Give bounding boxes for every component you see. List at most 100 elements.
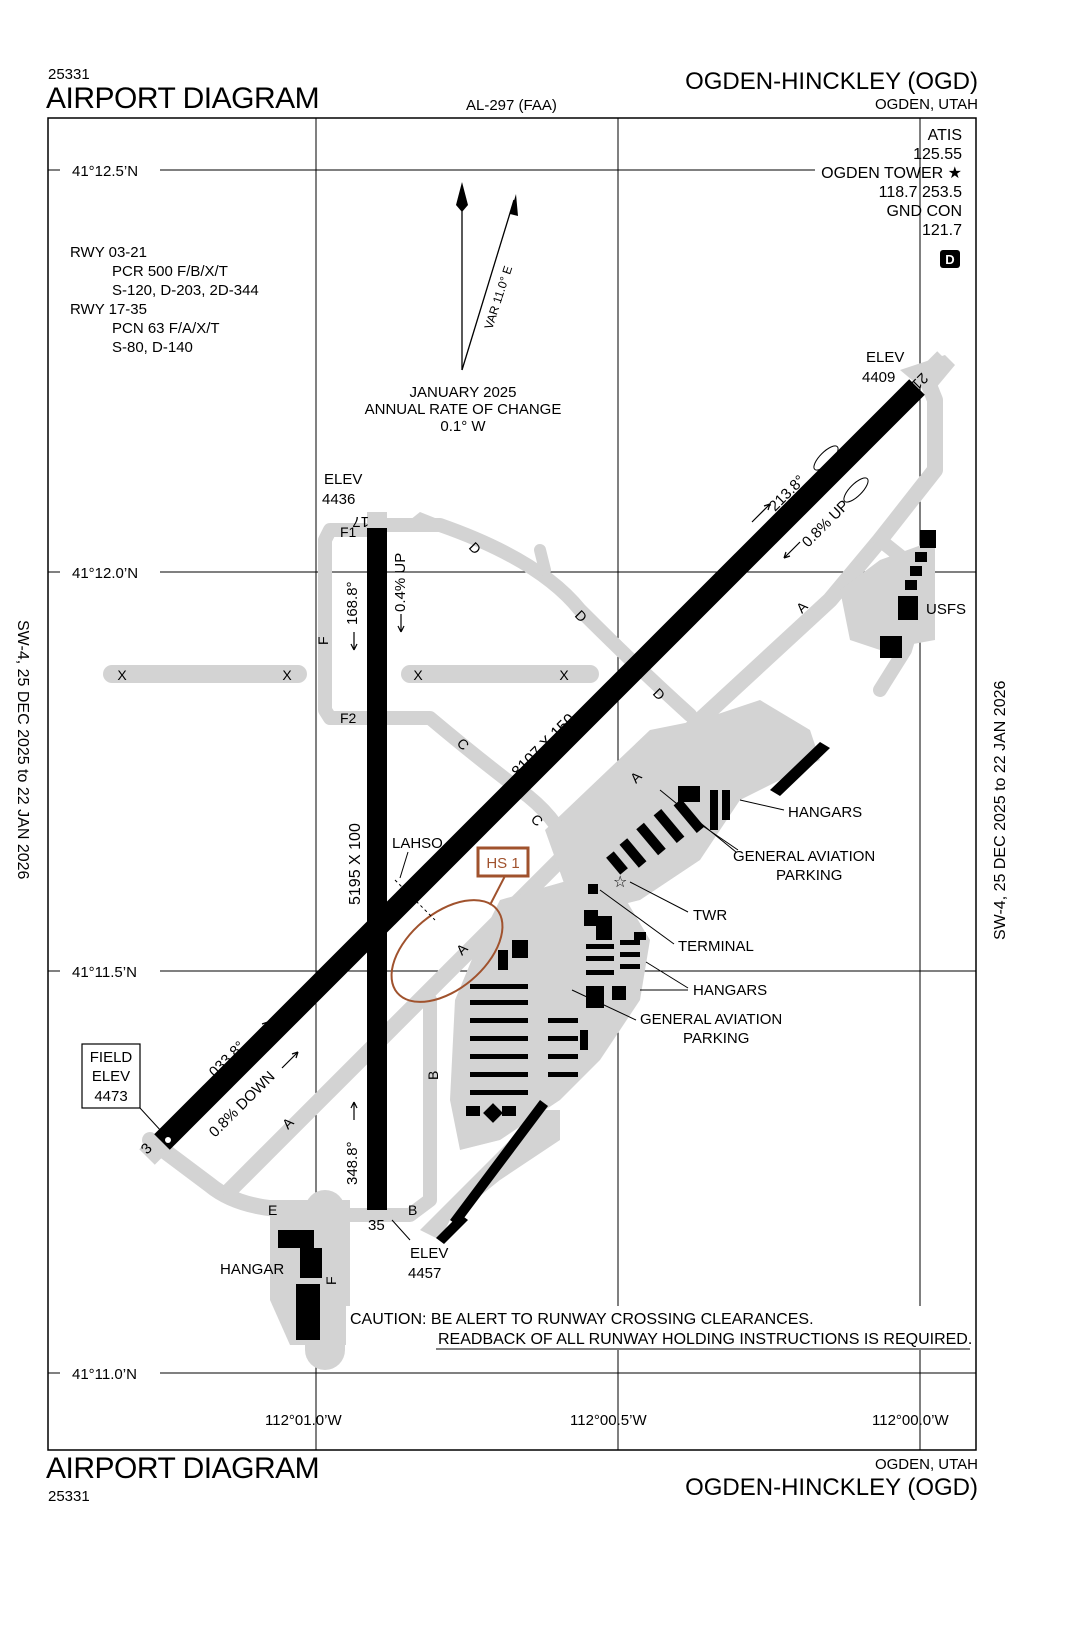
building-row-6 (470, 1072, 528, 1077)
tower-icon: ☆ (613, 874, 627, 891)
tw-f2: F2 (340, 710, 357, 726)
building-hangar-n1 (678, 786, 700, 802)
rwy-info-rwy1-weights: S-120, D-203, 2D-344 (112, 282, 259, 299)
ga-parking-south-1: GENERAL AVIATION (640, 1011, 782, 1028)
heading-348-8: 348.8° (344, 1141, 361, 1185)
rwy-info-rwy1-pcr: PCR 500 F/B/X/T (112, 263, 228, 280)
mag-change-line3: 0.1° W (440, 418, 486, 435)
ga-parking-south-2: PARKING (683, 1030, 749, 1047)
airport-name-top: OGDEN-HINCKLEY (OGD) (685, 68, 978, 95)
building-row-1 (470, 984, 528, 989)
building-hangar-sw-1 (278, 1230, 314, 1248)
arrow-213-8 (751, 503, 771, 523)
tw-b-2: B (408, 1202, 417, 1218)
effective-date-left: SW-4, 25 DEC 2025 to 22 JAN 2026 (14, 620, 31, 880)
terminal-leader (599, 889, 675, 945)
building-terminal-1 (584, 910, 598, 926)
procedure-number: AL-297 (FAA) (466, 97, 557, 114)
lon-label-2: 112°00.5’W (570, 1412, 647, 1429)
rwy-17-35-dimensions: 5195 X 100 (347, 823, 364, 905)
building-hangar-se-end (436, 1214, 468, 1244)
building-row-10 (548, 1054, 578, 1059)
d-symbol-box (940, 250, 960, 268)
building-hangar-row-se (450, 1100, 548, 1226)
airport-name-bottom: OGDEN-HINCKLEY (OGD) (685, 1474, 978, 1501)
hangars-north-leader (739, 799, 785, 811)
building-row-5 (470, 1054, 528, 1059)
building-hangar-s3 (586, 970, 614, 975)
building-hangar-s6 (620, 964, 640, 969)
d-symbol: D (945, 252, 954, 267)
ga-south-leader (571, 989, 637, 1021)
taxiway-d (373, 518, 697, 722)
magnetic-north-arrowhead (510, 194, 518, 216)
hangars-label-south: HANGARS (693, 982, 767, 999)
runway-info-block: RWY 03-21 PCR 500 F/B/X/T S-120, D-203, … (70, 244, 259, 356)
chart-number-top: 25331 (48, 66, 90, 83)
building-usfs-6 (880, 636, 902, 658)
building-usfs-2 (915, 552, 927, 562)
elev-4457-value: 4457 (408, 1265, 441, 1282)
field-elev-text-2: ELEV (92, 1068, 130, 1085)
tw-x-1: X (117, 667, 127, 683)
building-usfs-3 (910, 566, 922, 576)
tw-e: E (268, 1202, 277, 1218)
building-apron-2 (498, 950, 508, 970)
usfs-label: USFS (926, 601, 966, 618)
magnetic-north-arrow (461, 199, 515, 371)
atis-frequency: 125.55 (913, 146, 962, 163)
arrow-up-17 (397, 614, 405, 633)
elev-4436-value: 4436 (322, 491, 355, 508)
chart-title-top: AIRPORT DIAGRAM (46, 82, 320, 115)
field-elev-leader (139, 1107, 163, 1133)
hangars-south-leader-1 (645, 961, 689, 989)
elev-4409-value: 4409 (862, 369, 895, 386)
runway-03-overrun (139, 1136, 168, 1165)
tw-x-4: X (559, 667, 569, 683)
twr-label: TWR (693, 907, 727, 924)
rwy-info-rwy2: RWY 17-35 (70, 301, 147, 318)
frequency-block: ATIS 125.55 OGDEN TOWER ★ 118.7 253.5 GN… (821, 127, 962, 239)
gradient-up-17: 0.4% UP (392, 553, 409, 612)
runway-17-35 (367, 528, 387, 1210)
effective-date-right: SW-4, 25 DEC 2025 to 22 JAN 2026 (992, 680, 1009, 940)
runway-17-overrun (367, 512, 387, 528)
building-hangar-sw-3 (296, 1284, 320, 1340)
hangar-label-sw: HANGAR (220, 1261, 284, 1278)
arrow-033-8 (249, 1021, 269, 1041)
mag-var-label: VAR 11.0° E (482, 264, 516, 331)
building-small-2 (483, 1103, 503, 1123)
city-top: OGDEN, UTAH (874, 96, 978, 113)
rwy-35-number: 35 (368, 1217, 385, 1234)
building-ga-n3 (636, 822, 666, 856)
building-hangar-s8 (612, 986, 626, 1000)
building-row-4 (470, 1036, 528, 1041)
building-row-11 (548, 1072, 578, 1077)
hotspot-hs1-label: HS 1 (486, 855, 519, 872)
chart-title-bottom: AIRPORT DIAGRAM (46, 1452, 320, 1485)
taxiway-d-stub (534, 544, 551, 576)
building-hangar-n4 (770, 742, 830, 796)
tw-x-2: X (282, 667, 292, 683)
ga-parking-north-1: GENERAL AVIATION (733, 848, 875, 865)
building-hangar-n2 (710, 790, 718, 830)
building-row-9 (548, 1036, 578, 1041)
hotspot-hs1-leader (489, 875, 506, 906)
building-hangar-n3 (722, 790, 730, 820)
hotspot-hs1-area (390, 899, 504, 1003)
hotspot-hs1-box (476, 846, 530, 878)
rwy-info-rwy2-weights: S-80, D-140 (112, 339, 193, 356)
lat-label-2: 41°12.0’N (72, 565, 138, 582)
rwy-17-number: 17 (352, 513, 369, 530)
building-ga-n4 (653, 808, 685, 844)
approach-light-21b (843, 477, 869, 503)
tw-f-south: F (323, 1276, 339, 1285)
elev-4457-leader (391, 1219, 411, 1241)
ground-label: GND CON (886, 203, 962, 220)
true-north-arrowhead (456, 182, 468, 212)
tw-x-3: X (413, 667, 423, 683)
building-small-3 (502, 1106, 516, 1116)
building-usfs-4 (905, 580, 917, 590)
building-hangar-s1 (586, 944, 614, 949)
